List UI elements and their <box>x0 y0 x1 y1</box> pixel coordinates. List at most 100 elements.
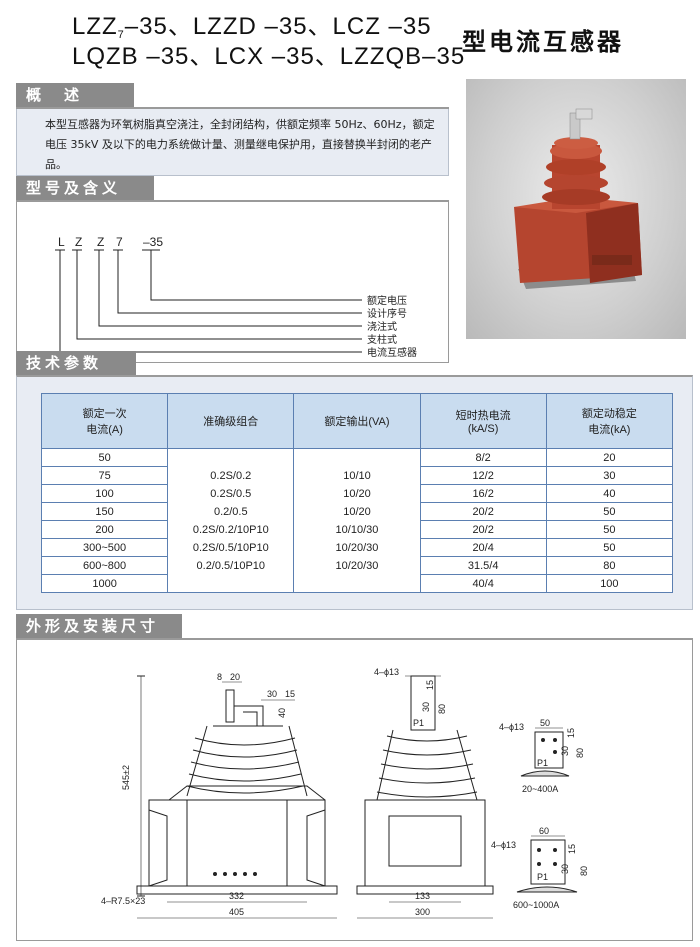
dim-height: 545±2 <box>121 765 131 790</box>
cell-dynamic: 80 <box>545 556 674 575</box>
model-box: L Z Z 7 –35 额定电压 设计序号 浇注式 支柱式 <box>16 200 449 363</box>
cell-current: 100 <box>40 484 169 503</box>
svg-text:405: 405 <box>229 907 244 917</box>
overview-heading: 概 述 <box>16 83 134 107</box>
accuracy-item: 0.2/0.5 <box>213 505 248 518</box>
svg-text:60: 60 <box>539 826 549 836</box>
model-diagram: L Z Z 7 –35 额定电压 设计序号 浇注式 支柱式 <box>55 235 417 359</box>
meaning-cast: 浇注式 <box>367 320 397 333</box>
output-item: 10/20/30 <box>335 559 379 572</box>
cell-dynamic: 50 <box>545 520 674 539</box>
cell-thermal: 20/2 <box>419 520 547 539</box>
svg-text:P1: P1 <box>413 718 424 728</box>
cell-thermal: 20/4 <box>419 538 547 557</box>
meaning-voltage: 额定电压 <box>367 294 407 307</box>
code-letter-1: L <box>58 235 65 249</box>
header-dynamic: 额定动稳定 电流(kA) <box>545 393 674 449</box>
title-line-2: LQZB –35、LCX –35、LZZQB–35 <box>72 43 466 70</box>
code-letter-3: Z <box>97 235 104 249</box>
svg-text:4–ϕ13: 4–ϕ13 <box>499 722 524 732</box>
svg-text:80: 80 <box>437 704 447 714</box>
svg-text:4–ϕ13: 4–ϕ13 <box>374 667 399 677</box>
accuracy-item: 0.2S/0.5 <box>210 487 252 500</box>
model-heading: 型号及含义 <box>16 176 154 200</box>
svg-text:332: 332 <box>229 891 244 901</box>
svg-text:20: 20 <box>230 672 240 682</box>
dimensions-heading: 外形及安装尺寸 <box>16 614 182 638</box>
svg-text:300: 300 <box>415 907 430 917</box>
meaning-design-no: 设计序号 <box>367 307 407 320</box>
dimensions-section: 外形及安装尺寸 545±2 8 20 30 15 40 <box>16 614 693 941</box>
cell-thermal: 20/2 <box>419 502 547 521</box>
svg-text:50: 50 <box>540 718 550 728</box>
specs-panel: 额定一次 电流(A) 准确级组合 额定输出(VA) 短时热电流 (kA/S) 额… <box>16 375 693 610</box>
accuracy-item: 0.2/0.5/10P10 <box>196 559 266 572</box>
svg-text:15: 15 <box>425 680 435 690</box>
header-thermal: 短时热电流 (kA/S) <box>419 393 547 449</box>
specs-heading: 技术参数 <box>16 351 136 375</box>
cell-current: 300~500 <box>40 538 169 557</box>
front-view: 545±2 8 20 30 15 40 <box>101 672 338 919</box>
output-item: 10/10/30 <box>335 523 379 536</box>
accuracy-item: 0.2S/0.5/10P10 <box>192 541 269 554</box>
specs-section: 技术参数 额定一次 电流(A) 准确级组合 额定输出(VA) 短时热电流 (kA… <box>16 351 693 610</box>
svg-text:15: 15 <box>566 728 576 738</box>
svg-text:133: 133 <box>415 891 430 901</box>
terminal-detail-large: 4–ϕ13 60 15 30 80 P1 600~1000A <box>491 826 589 910</box>
cell-thermal: 16/2 <box>419 484 547 503</box>
svg-text:80: 80 <box>579 866 589 876</box>
header-output: 额定输出(VA) <box>293 393 421 449</box>
code-suffix: –35 <box>143 235 163 249</box>
svg-text:30: 30 <box>560 746 570 756</box>
product-photo <box>466 79 686 339</box>
svg-text:15: 15 <box>567 844 577 854</box>
cell-thermal: 40/4 <box>419 574 547 593</box>
svg-text:40: 40 <box>277 708 287 718</box>
cell-dynamic: 50 <box>545 502 674 521</box>
svg-text:80: 80 <box>575 748 585 758</box>
overview-text: 本型互感器为环氧树脂真空浇注，全封闭结构，供额定频率 50Hz、60Hz，额定电… <box>16 109 449 176</box>
cell-thermal: 8/2 <box>419 448 547 467</box>
meaning-post: 支柱式 <box>367 333 397 346</box>
accuracy-item: 0.2S/0.2/10P10 <box>192 523 269 536</box>
dimension-drawings: 545±2 8 20 30 15 40 <box>101 667 589 919</box>
side-view: 4–ϕ13 15 30 80 P1 133 300 <box>356 667 494 919</box>
svg-text:30: 30 <box>267 689 277 699</box>
code-letter-4: 7 <box>116 235 123 249</box>
cell-current: 50 <box>40 448 169 467</box>
table-header-row: 额定一次 电流(A) 准确级组合 额定输出(VA) 短时热电流 (kA/S) 额… <box>40 393 674 449</box>
svg-text:P1: P1 <box>537 758 548 768</box>
terminal-detail-small: 4–ϕ13 50 15 30 80 P1 20~400A <box>499 718 585 794</box>
overview-section: 概 述 本型互感器为环氧树脂真空浇注，全封闭结构，供额定频率 50Hz、60Hz… <box>16 83 449 176</box>
model-section: 型号及含义 L Z Z 7 –35 额定电压 设计序号 <box>16 176 449 363</box>
specs-table: 额定一次 电流(A) 准确级组合 额定输出(VA) 短时热电流 (kA/S) 额… <box>40 393 674 593</box>
svg-text:15: 15 <box>285 689 295 699</box>
title-line-1: LZZ7–35、LZZD –35、LCZ –35 <box>72 13 432 41</box>
cell-dynamic: 20 <box>545 448 674 467</box>
code-letter-2: Z <box>75 235 82 249</box>
output-item: 10/20/30 <box>335 541 379 554</box>
cell-current: 600~800 <box>40 556 169 575</box>
output-item: 10/20 <box>343 487 371 500</box>
title-suffix: 型电流互感器 <box>462 28 624 56</box>
svg-text:4–R7.5×23: 4–R7.5×23 <box>101 896 145 906</box>
cell-output-list: 10/10 10/20 10/20 10/10/30 10/20/30 10/2… <box>293 448 421 593</box>
svg-text:30: 30 <box>421 702 431 712</box>
cell-current: 1000 <box>40 574 169 593</box>
cell-dynamic: 50 <box>545 538 674 557</box>
cell-accuracy-list: 0.2S/0.2 0.2S/0.5 0.2/0.5 0.2S/0.2/10P10… <box>167 448 295 593</box>
cell-current: 150 <box>40 502 169 521</box>
cell-current: 75 <box>40 466 169 485</box>
svg-text:8: 8 <box>217 672 222 682</box>
svg-text:30: 30 <box>560 864 570 874</box>
svg-text:20~400A: 20~400A <box>522 784 558 794</box>
accuracy-item: 0.2S/0.2 <box>210 469 252 482</box>
transformer-image <box>514 108 642 289</box>
cell-dynamic: 100 <box>545 574 674 593</box>
dimensions-box: 545±2 8 20 30 15 40 <box>16 638 693 941</box>
output-item: 10/10 <box>343 469 371 482</box>
header-accuracy: 准确级组合 <box>167 393 295 449</box>
